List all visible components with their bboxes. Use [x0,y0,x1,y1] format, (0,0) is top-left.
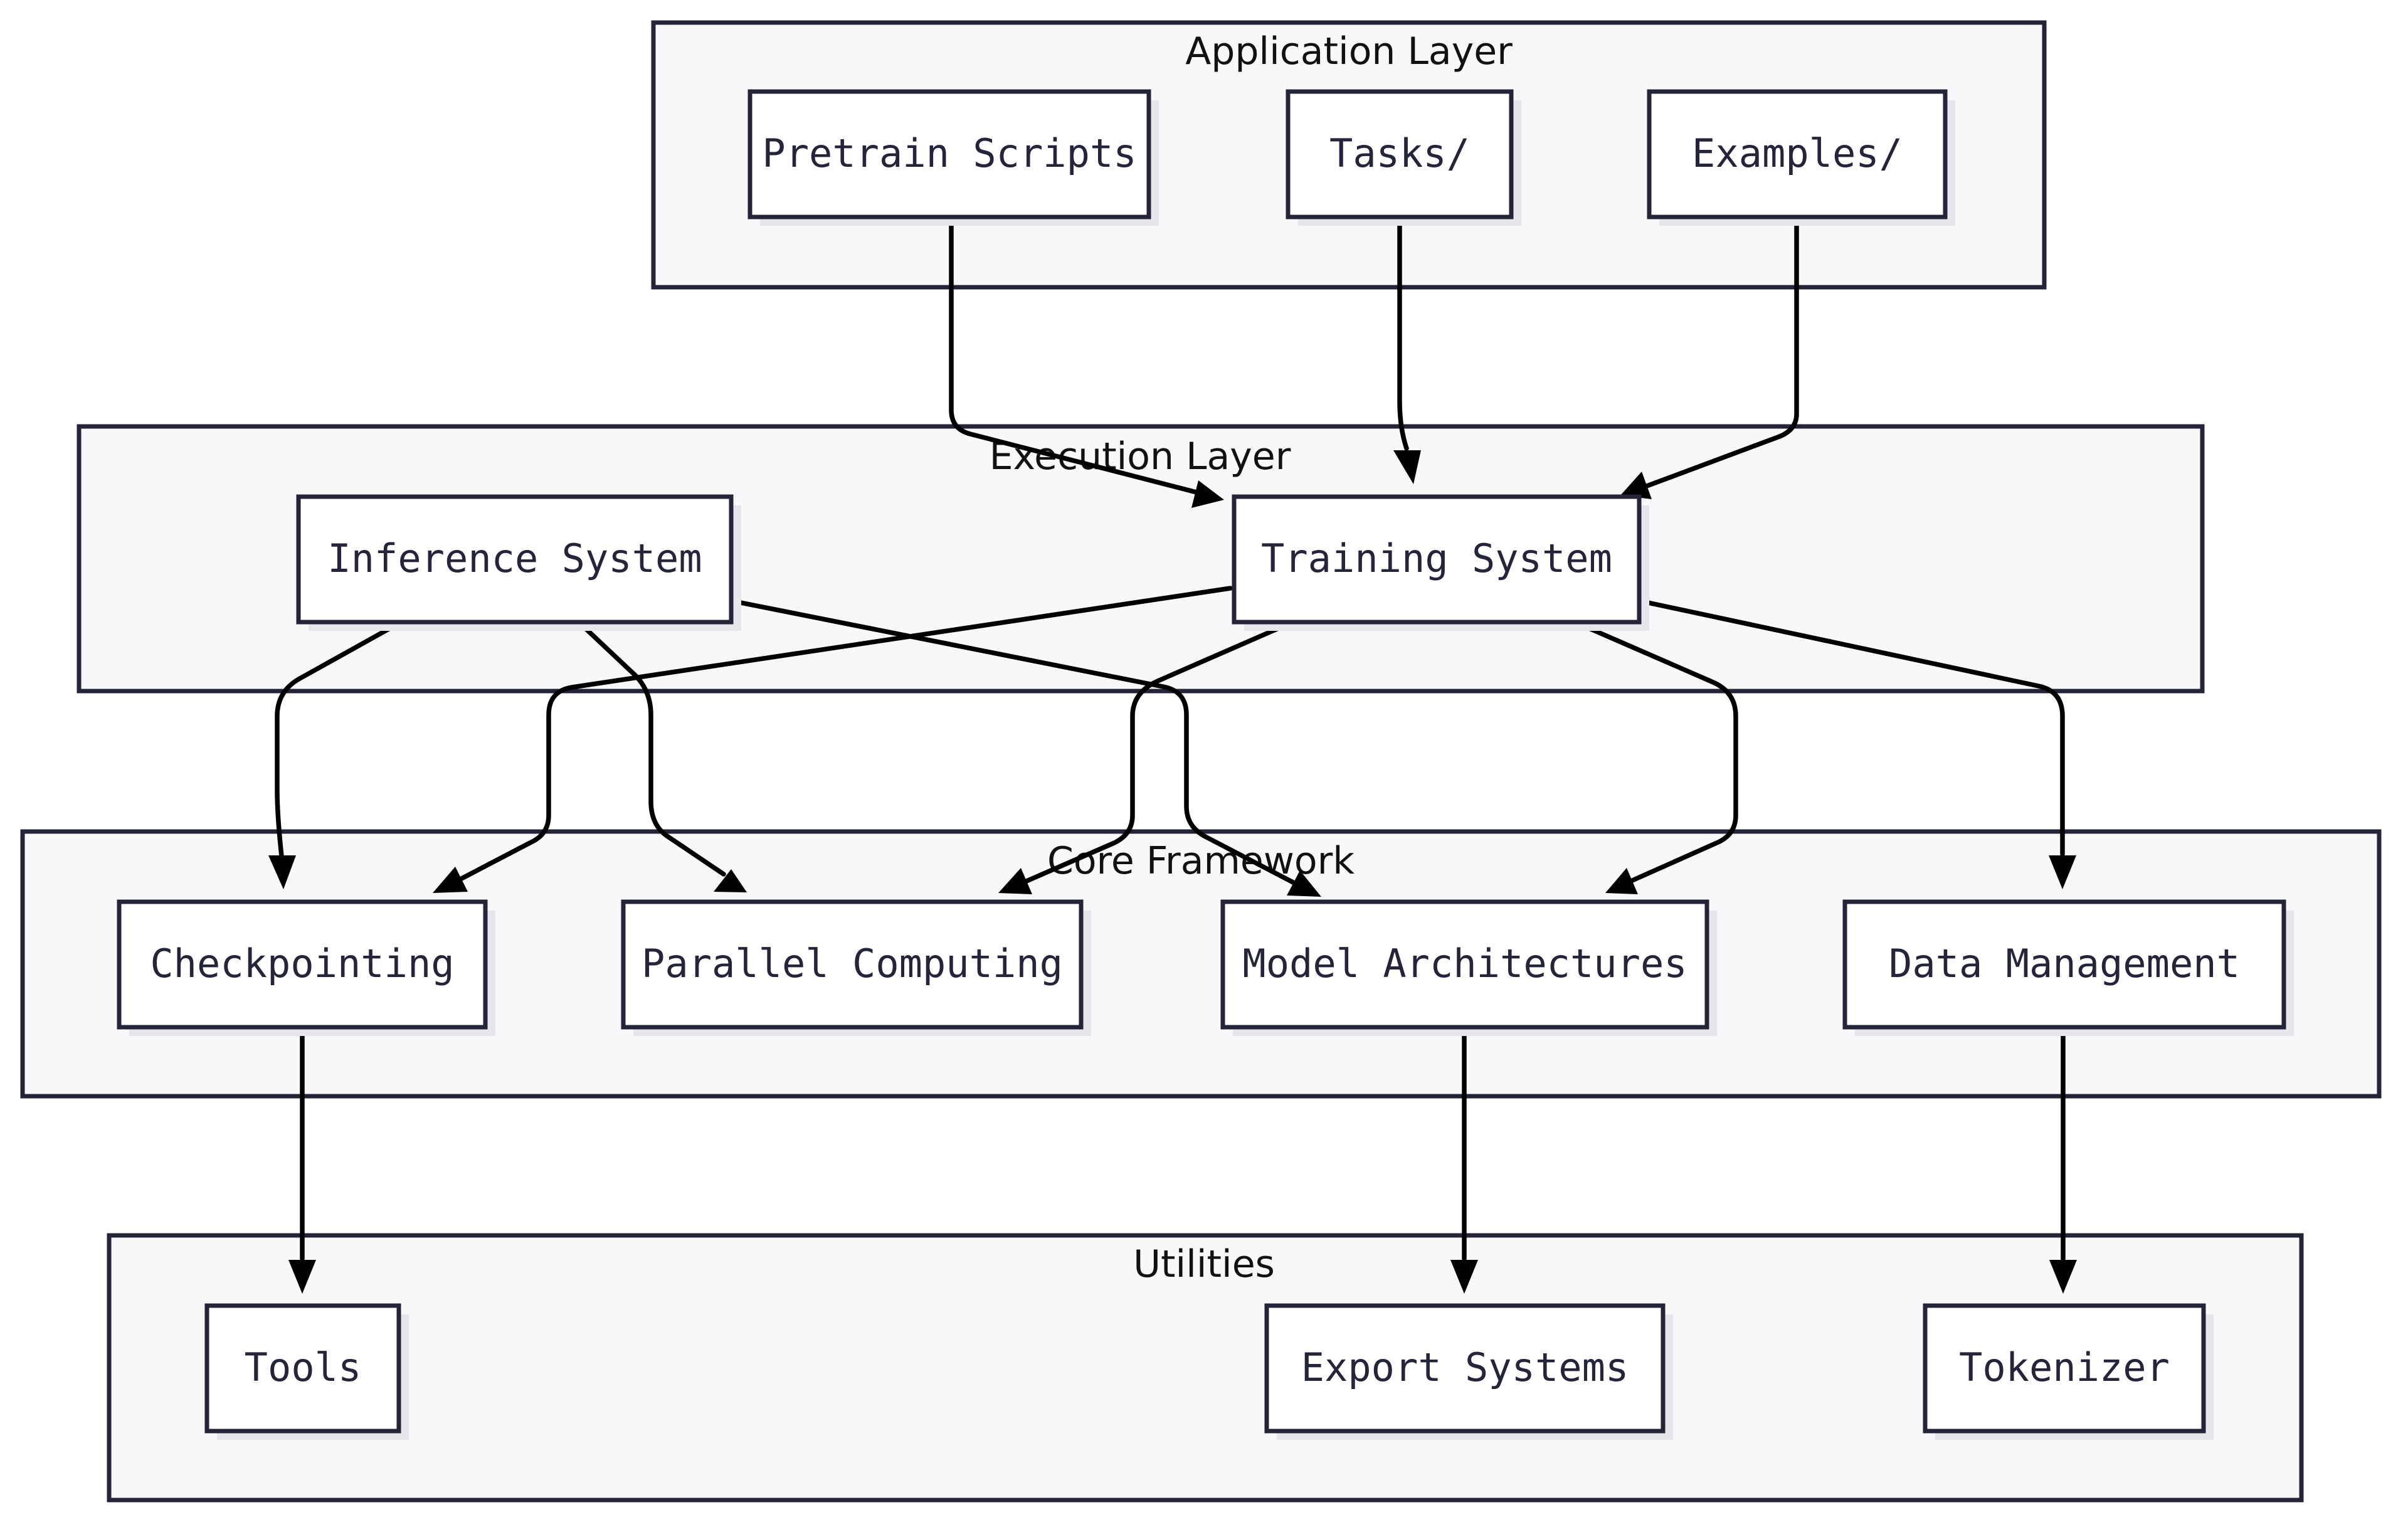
node-pretrain-scripts: Pretrain Scripts [747,89,1159,226]
node-label: Examples/ [1692,130,1903,176]
node-label: Tokenizer [1959,1345,2170,1390]
node-export-systems: Export Systems [1264,1303,1673,1440]
arrowhead [1450,1260,1478,1294]
edge-training-to-parallel [998,621,1292,894]
cluster-label-application-layer: Application Layer [1185,29,1513,73]
edge-examples-to-training [1620,216,1799,499]
node-model-architectures: Model Architectures [1220,899,1717,1036]
node-checkpointing: Checkpointing [117,899,495,1036]
edge-training-to-models [1575,621,1738,894]
arrowhead [2049,1260,2077,1294]
node-inference-system: Inference System [296,494,741,631]
edge-inference-to-models [729,598,1321,897]
node-label: Data Management [1889,941,2240,986]
node-label: Parallel Computing [642,941,1063,986]
node-parallel-computing: Parallel Computing [621,899,1091,1036]
edge-data-to-tokenizer [2049,1026,2077,1294]
edge-inference-to-checkpointing [268,621,401,889]
cluster-label-execution-layer: Execution Layer [990,435,1291,478]
edge-pretrain-to-training [949,216,1224,508]
node-tasks: Tasks/ [1286,89,1521,226]
node-label: Export Systems [1301,1345,1629,1390]
node-label: Tasks/ [1329,130,1470,176]
node-examples: Examples/ [1647,89,1955,226]
node-label: Training System [1261,536,1612,581]
node-label: Tools [245,1345,362,1390]
arrowhead [2049,855,2076,889]
node-data-management: Data Management [1842,899,2294,1036]
edge-inference-to-parallel [578,621,747,892]
arrowhead [1620,472,1652,499]
nodes: Pretrain Scripts Tasks/ Examples/ Infere… [117,89,2294,1440]
node-label: Pretrain Scripts [762,130,1136,176]
arrowhead [1393,450,1421,484]
arrowhead [433,867,468,893]
edge-models-to-export [1450,1026,1478,1294]
arrowhead [268,855,296,889]
arrowhead [1287,870,1321,897]
node-label: Checkpointing [150,941,454,986]
edges [268,216,2077,1294]
edge-training-to-data [1637,598,2076,889]
arrowhead [998,868,1032,894]
edge-training-to-checkpointing [433,586,1233,893]
edge-checkpointing-to-tools [288,1026,316,1294]
node-label: Inference System [327,536,702,581]
node-tokenizer: Tokenizer [1923,1303,2214,1440]
edge-tasks-to-training [1393,216,1421,484]
arrowhead [1191,480,1224,508]
arrowhead [1605,868,1638,894]
cluster-label-core-framework: Core Framework [1047,839,1354,883]
node-label: Model Architectures [1242,941,1687,986]
node-training-system: Training System [1232,494,1649,631]
arrowhead [714,869,747,892]
arrowhead [288,1260,316,1294]
cluster-label-utilities: Utilities [1133,1242,1275,1286]
node-tools: Tools [204,1303,409,1440]
